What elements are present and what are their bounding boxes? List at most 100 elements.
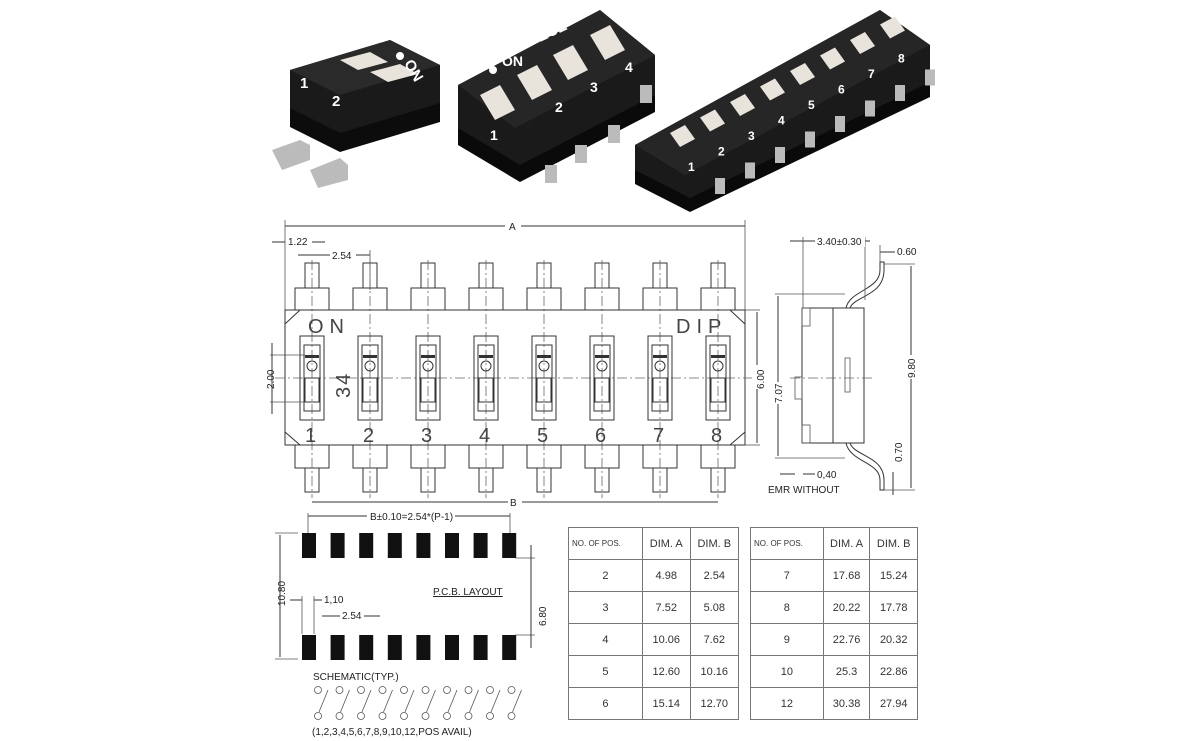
dim-foot-label: 0.70 — [894, 442, 905, 462]
on-label: ON — [308, 316, 350, 338]
switch-actuator[interactable] — [419, 344, 437, 412]
table-cell: 15.14 — [641, 687, 691, 720]
switch-actuator[interactable] — [709, 344, 727, 412]
dim-slider-label: 2.00 — [266, 369, 277, 389]
switch-contact — [443, 686, 451, 694]
actuator-dot — [654, 360, 666, 372]
dim-standoff-label: 0,40 — [817, 470, 837, 481]
dip-label: DIP — [676, 316, 727, 338]
switch-contact — [486, 686, 494, 694]
switch-contact — [421, 686, 430, 694]
schematic-title: SCHEMATIC(TYP.) — [313, 672, 399, 683]
switch-slot — [589, 335, 615, 421]
photo-lead — [865, 100, 875, 117]
actuator-dot — [596, 360, 608, 372]
switch-contact — [335, 686, 344, 694]
table-cell: 17.78 — [869, 591, 918, 624]
photo-on-label: ON — [502, 53, 523, 69]
table-cell: 30.38 — [822, 687, 871, 720]
switch-blade — [469, 689, 479, 713]
photo-number: 1 — [688, 160, 695, 174]
table-header-cell: NO. OF POS. — [568, 527, 643, 560]
switch-contact — [378, 686, 387, 694]
photo-number: 2 — [332, 93, 340, 110]
photo-lead — [715, 178, 725, 194]
photo-number: 8 — [898, 52, 905, 66]
switch-blade — [512, 689, 522, 713]
dim-b-formula-label: B±0.10=2.54*(P-1) — [370, 512, 453, 523]
actuator-dot — [364, 360, 376, 372]
pcb-pad-top — [330, 533, 345, 558]
switch-actuator[interactable] — [361, 344, 379, 412]
dim-overall-label: 10.80 — [277, 581, 288, 606]
photo-lead — [925, 69, 935, 86]
table-cell: 10 — [750, 655, 824, 688]
photo-slider — [760, 78, 785, 101]
switch-blade — [383, 689, 393, 713]
photo-number: 1 — [490, 127, 498, 143]
table-cell: 12.60 — [641, 655, 691, 688]
table-cell: 10.06 — [641, 623, 691, 656]
switch-blade — [447, 689, 458, 713]
dim-a-label: A — [509, 222, 516, 233]
photo-number: 7 — [868, 67, 875, 81]
table-cell: 25.3 — [822, 655, 871, 688]
dim-body-width-label: 6.00 — [756, 369, 767, 389]
dim-pitch-label: 2.54 — [332, 251, 352, 262]
pcb-pad-bottom — [302, 635, 316, 660]
table-cell: 12.70 — [689, 687, 740, 720]
dim-pad-width-label: 1,10 — [324, 595, 344, 606]
switch-actuator[interactable] — [651, 344, 669, 412]
photo-number: 4 — [625, 59, 633, 75]
switch-number: 2 — [363, 425, 374, 447]
pcb-pad-top — [445, 533, 459, 558]
switch-actuator[interactable] — [593, 344, 611, 412]
switch-contact — [335, 712, 344, 720]
photo-4-position-switch: 1 2 3 4 ON ECE — [458, 10, 655, 183]
table-cell: 7 — [750, 559, 824, 592]
switch-actuator[interactable] — [477, 344, 495, 412]
pcb-pad-bottom — [445, 635, 459, 660]
table-cell: 12 — [750, 687, 824, 720]
table-header-cell: DIM. A — [822, 527, 871, 560]
switch-number: 8 — [711, 425, 722, 447]
actuator-dot — [422, 360, 434, 372]
switch-blade — [361, 689, 372, 713]
table-cell: 5.08 — [689, 591, 740, 624]
table-cell: 22.86 — [869, 655, 918, 688]
switch-slot — [705, 335, 731, 421]
actuator-dot — [306, 360, 318, 372]
switch-slot — [647, 335, 673, 421]
switch-number: 7 — [653, 425, 664, 447]
table-cell: 10.16 — [689, 655, 740, 688]
switch-slot — [531, 335, 557, 421]
dim-pcb-pitch-label: 2.54 — [342, 611, 362, 622]
pcb-pad-top — [387, 533, 402, 558]
dim-body-label: 7.07 — [774, 383, 785, 403]
switch-contact — [400, 712, 408, 720]
table-cell: 5 — [568, 655, 643, 688]
actuator-dot — [538, 360, 550, 372]
switch-actuator[interactable] — [535, 344, 553, 412]
photo-slider — [790, 63, 815, 85]
table-cell: 20.32 — [869, 623, 918, 656]
photo-lead — [835, 116, 845, 132]
table-header-cell: NO. OF POS. — [750, 527, 824, 560]
photo-number: 4 — [778, 114, 785, 128]
switch-number: 3 — [421, 425, 432, 447]
photo-slider — [820, 47, 845, 70]
switch-contact — [507, 712, 516, 720]
switch-number: 6 — [595, 425, 606, 447]
switch-contact — [421, 712, 430, 720]
switch-actuator[interactable] — [303, 344, 321, 412]
pcb-pad-top — [359, 533, 374, 558]
